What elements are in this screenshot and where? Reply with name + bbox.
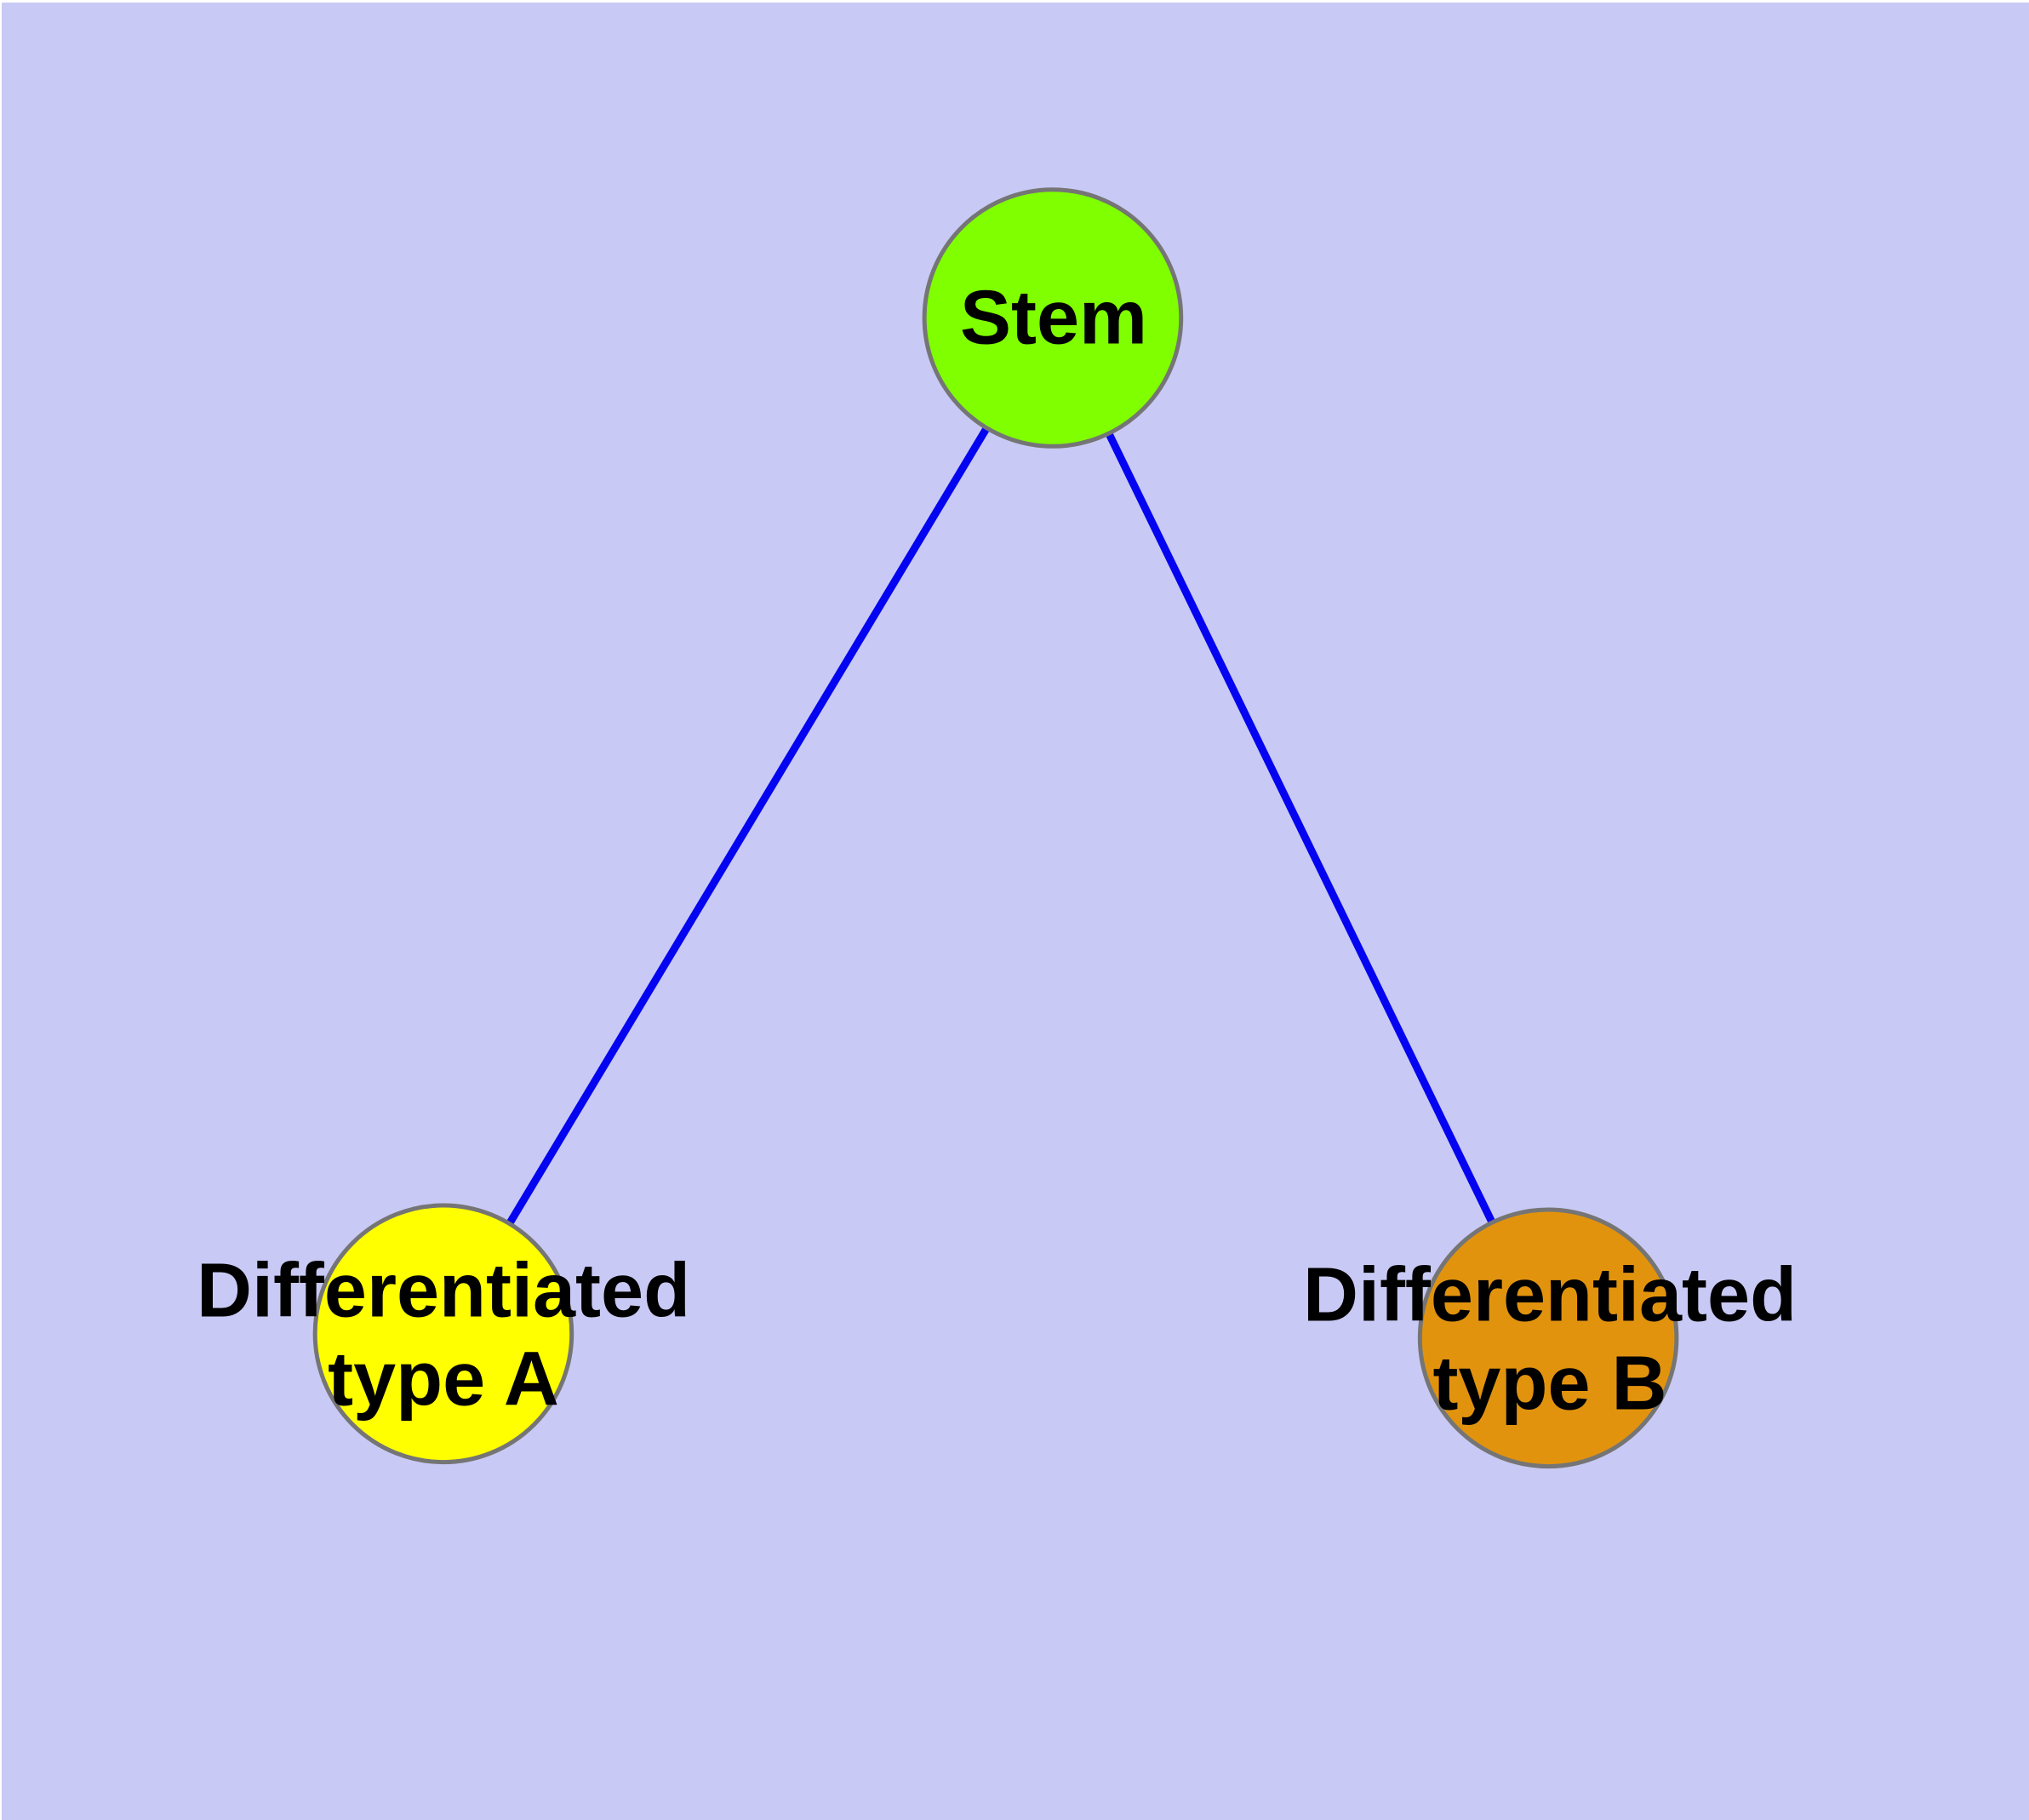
edge-stem-to-diff-b <box>1049 316 1552 1340</box>
nodes-layer <box>312 187 1679 1469</box>
node-diff-a-circle <box>312 1203 574 1465</box>
edges-layer <box>440 316 1552 1340</box>
edge-stem-to-diff-a <box>440 316 1056 1336</box>
graph-svg <box>312 187 1679 1469</box>
node-stem-circle <box>922 187 1184 449</box>
node-diff-b-circle <box>1417 1207 1679 1469</box>
